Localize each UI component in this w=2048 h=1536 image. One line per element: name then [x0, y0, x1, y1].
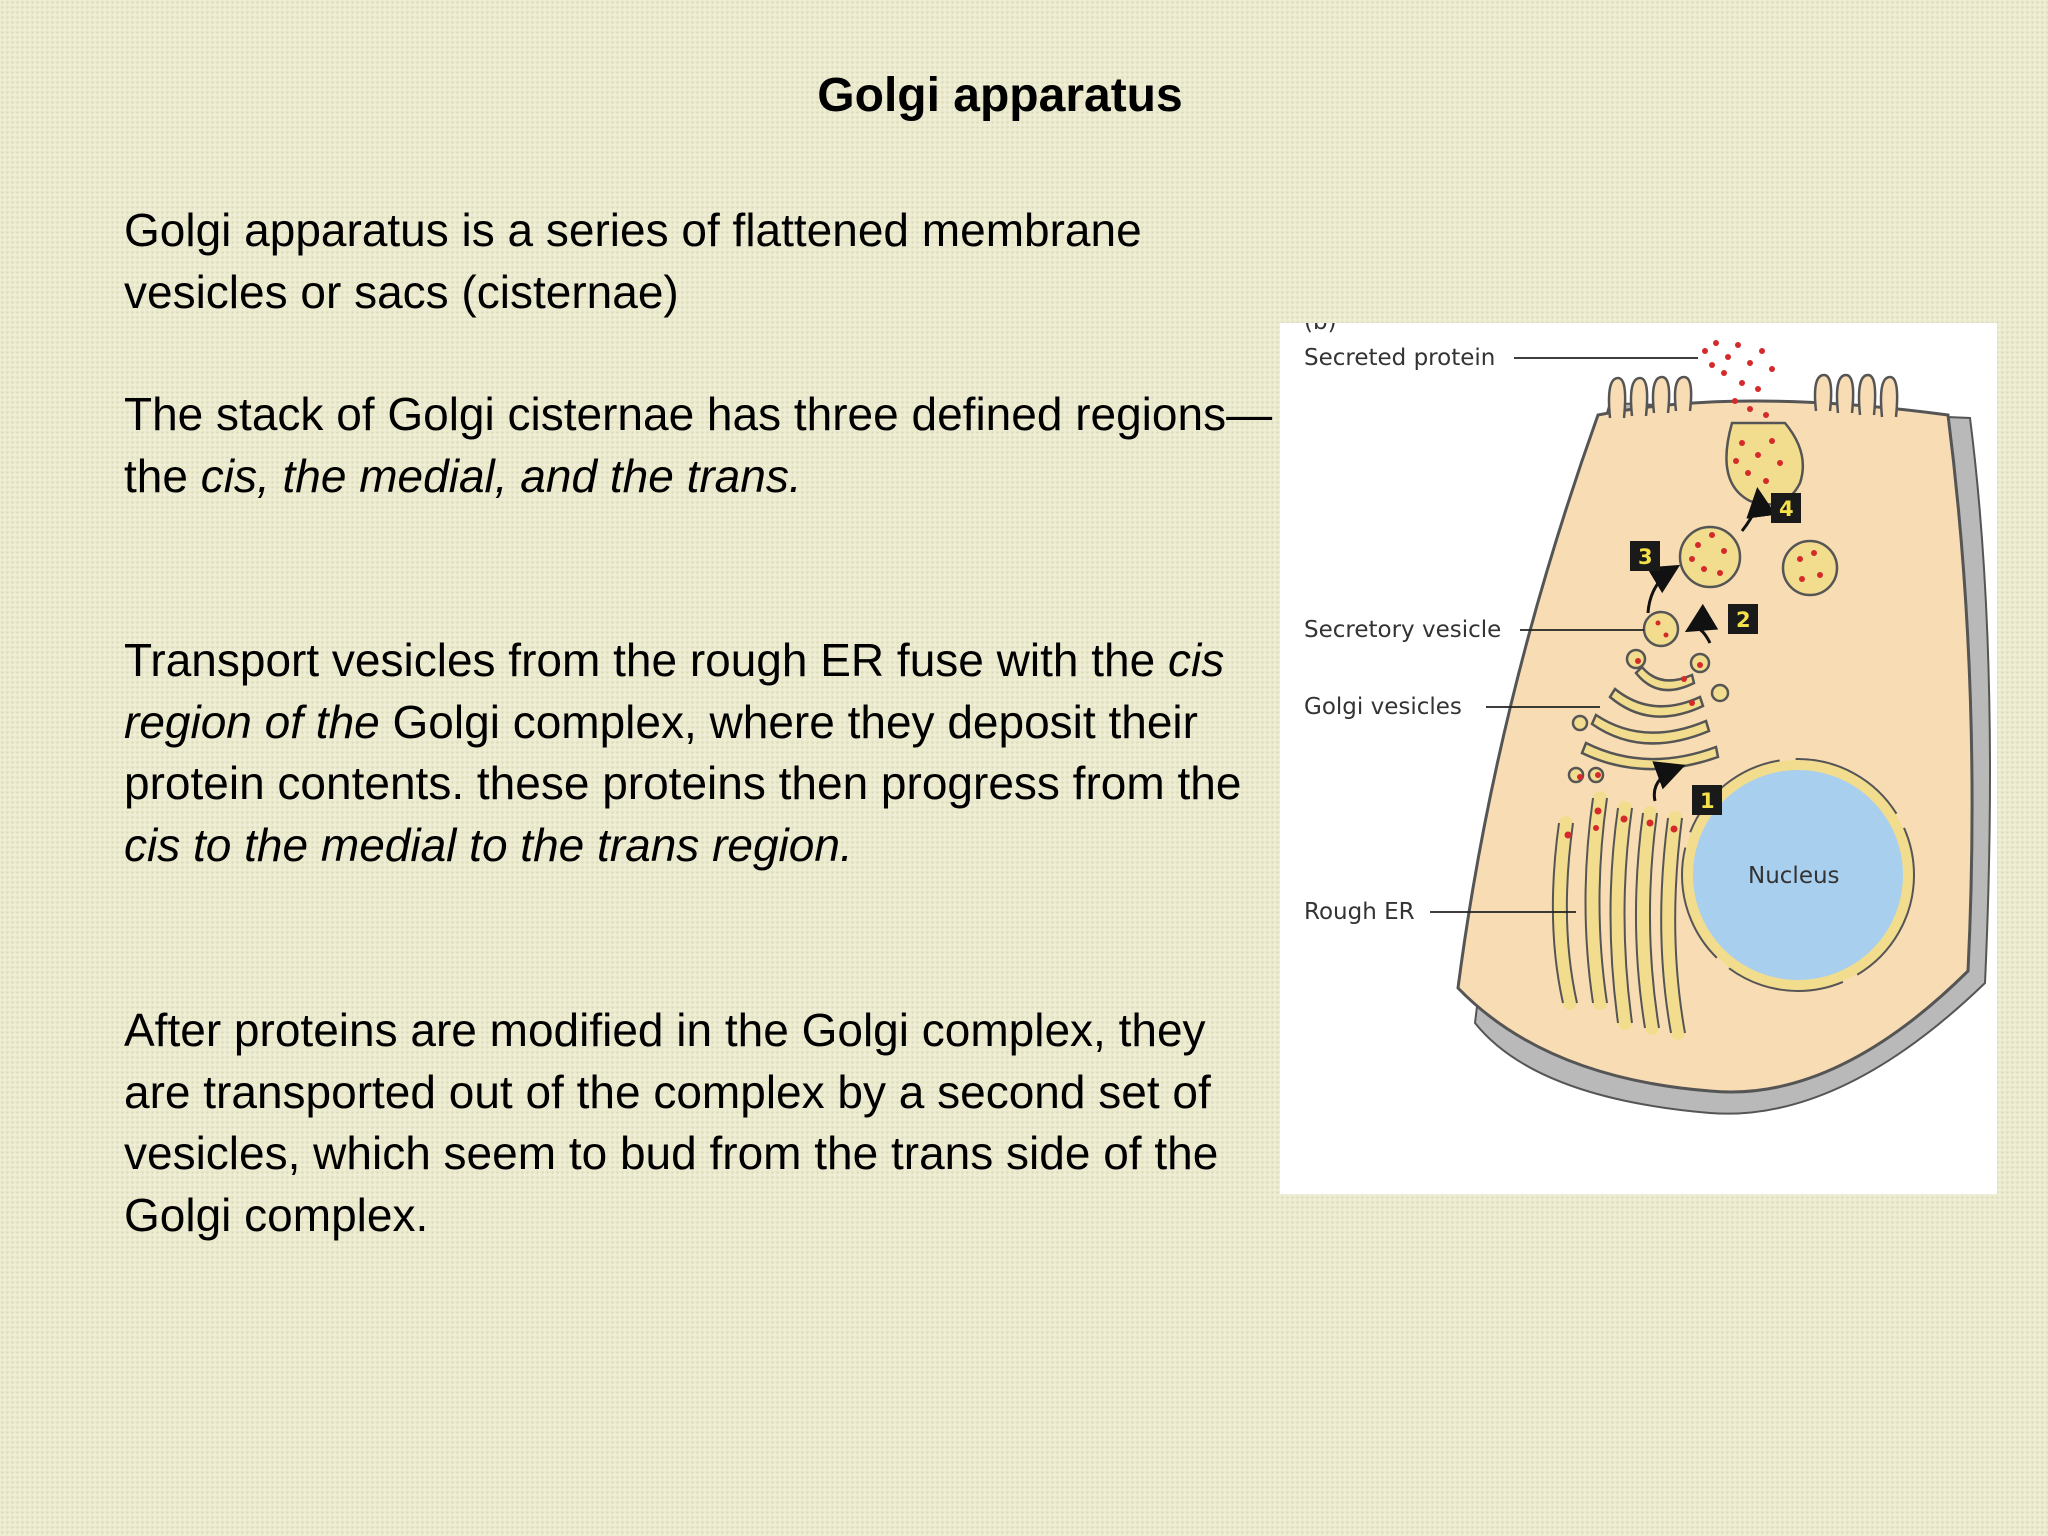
step-badge-1: 1: [1692, 785, 1722, 815]
slide-title: Golgi apparatus: [817, 69, 1183, 122]
rough-er-outline: [1551, 797, 1686, 1034]
step-1-text: 1: [1700, 789, 1715, 813]
nucleus-outline: [1681, 758, 1915, 992]
step-badge-2: 2: [1728, 604, 1758, 634]
microvilli: [1607, 373, 1899, 419]
step-2-text: 2: [1736, 608, 1751, 632]
p2-italic: cis, the medial, and the trans.: [200, 449, 802, 502]
label-secreted-protein: Secreted protein: [1304, 345, 1495, 371]
rough-er: [1552, 791, 1685, 1040]
step-4-text: 4: [1779, 497, 1794, 521]
label-rough-er: Rough ER: [1304, 899, 1415, 925]
paragraph-export: After proteins are modified in the Golgi…: [124, 1000, 1274, 1246]
step-badge-4: 4: [1771, 493, 1801, 523]
er-protein-dots: [1564, 807, 1678, 839]
secretory-vesicles: [1642, 525, 1839, 648]
p4-text: After proteins are modified in the Golgi…: [124, 1004, 1219, 1241]
exocytosis-vesicle: [1725, 421, 1805, 506]
step-badge-3: 3: [1630, 541, 1660, 571]
p1-text: Golgi apparatus is a series of flattened…: [124, 204, 1142, 318]
secreted-protein-dots: [1702, 340, 1783, 484]
paragraph-transport: Transport vesicles from the rough ER fus…: [124, 630, 1274, 876]
p3-s1: Transport vesicles from the rough ER fus…: [124, 634, 1168, 686]
golgi-cell-diagram: (b): [1280, 323, 1997, 1194]
golgi-protein-dots: [1577, 658, 1703, 780]
p3-s4: cis to the medial to the trans region.: [124, 818, 853, 871]
nucleus: [1683, 760, 1913, 990]
diagram-corner-label: (b): [1304, 323, 1337, 335]
transport-arrows: [1646, 487, 1777, 802]
nucleus-label: Nucleus: [1748, 863, 1840, 889]
vesicle-protein-dots: [1655, 532, 1823, 638]
p3-s2: cis region of the: [124, 634, 1225, 748]
label-golgi-vesicles: Golgi vesicles: [1304, 694, 1462, 720]
step-3-text: 3: [1638, 545, 1653, 569]
label-secretory-vesicle: Secretory vesicle: [1304, 617, 1501, 643]
p2-line1: The stack of Golgi cisternae has three d…: [124, 388, 1273, 440]
paragraph-cisternae: Golgi apparatus is a series of flattened…: [124, 200, 1274, 323]
p3-s3: Golgi complex, where they deposit their …: [124, 695, 1242, 810]
paragraph-regions: The stack of Golgi cisternae has three d…: [124, 384, 1274, 507]
p2-plain: the: [124, 449, 201, 502]
